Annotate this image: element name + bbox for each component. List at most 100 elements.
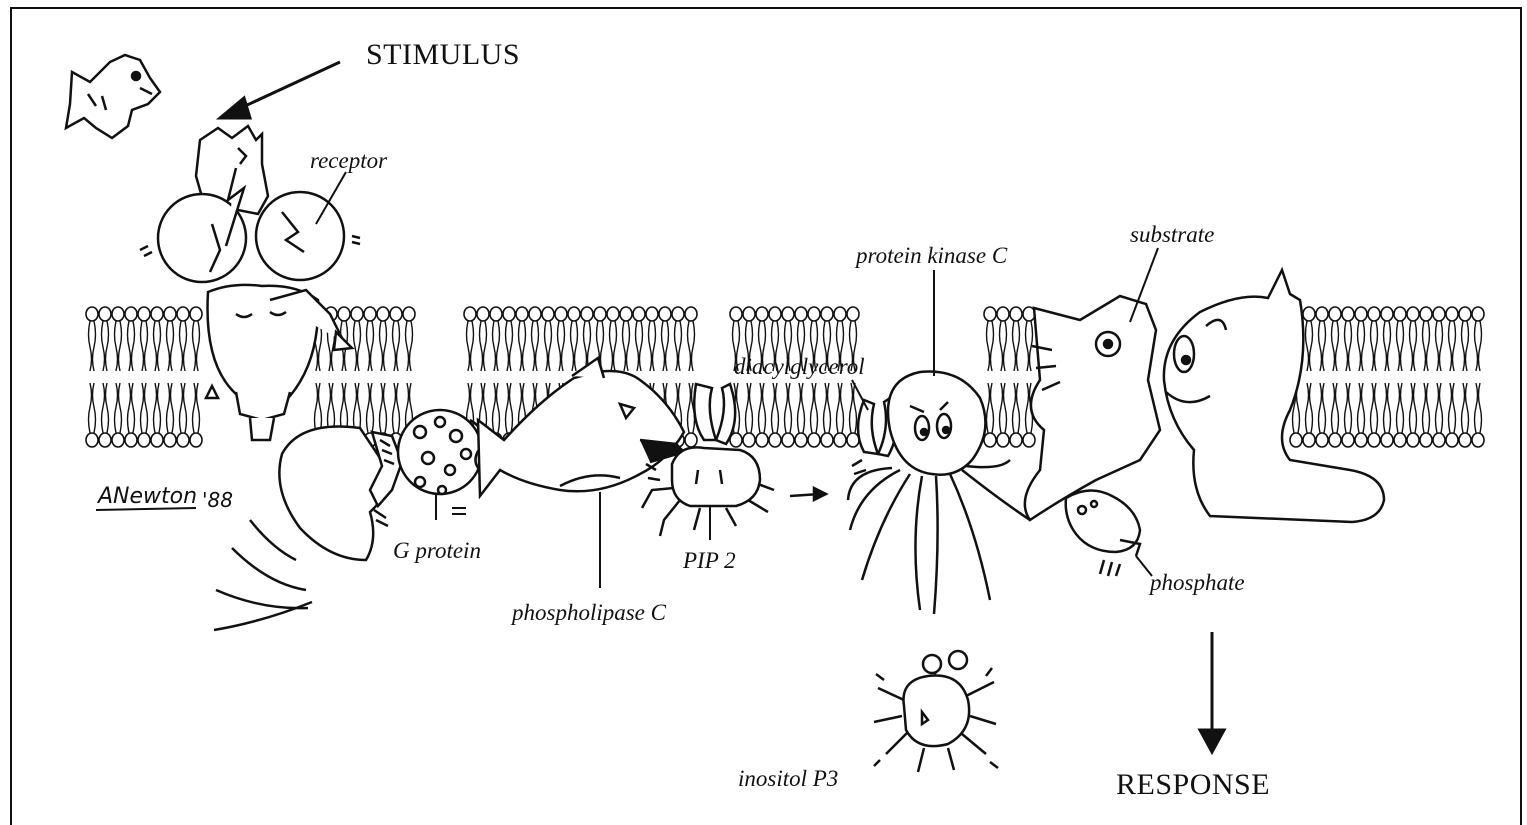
lipid-head: [125, 433, 137, 447]
fish-icon: [66, 55, 160, 138]
lipid-head: [1355, 307, 1367, 321]
lipid-head: [756, 307, 768, 321]
lipid-tail: [180, 383, 187, 433]
lipid-head: [834, 307, 846, 321]
lipid-tail: [1345, 321, 1352, 371]
lipid-tail: [1000, 383, 1007, 433]
lipid-head: [997, 433, 1009, 447]
lipid-head: [808, 433, 820, 447]
lipid-head: [847, 307, 859, 321]
lipid-tail: [662, 321, 669, 371]
lipid-head: [1010, 307, 1022, 321]
substrate-fish-icon: [1025, 296, 1160, 520]
lipid-head: [1368, 433, 1380, 447]
lipid-tail: [128, 321, 135, 371]
lipid-tail: [1371, 383, 1378, 433]
lipid-head: [984, 307, 996, 321]
phosphate-snail-icon: [1066, 490, 1140, 576]
lipid-head: [351, 307, 363, 321]
lipid-tail: [837, 383, 844, 433]
lipid-tail: [746, 383, 753, 433]
lipid-head: [490, 307, 502, 321]
lipid-tail: [493, 321, 500, 371]
lipid-head: [997, 307, 1009, 321]
lipid-head: [1303, 307, 1315, 321]
lipid-tail: [519, 321, 526, 371]
lipid-head: [1433, 433, 1445, 447]
lipid-head: [1316, 433, 1328, 447]
lipid-tail: [1013, 321, 1020, 371]
lipid-tail: [393, 383, 400, 433]
substrate-label: substrate: [1130, 222, 1214, 248]
lipid-tail: [354, 321, 361, 371]
lipid-head: [1446, 307, 1458, 321]
lipid-head: [177, 433, 189, 447]
lipid-head: [464, 307, 476, 321]
lipid-head: [743, 307, 755, 321]
lipid-head: [782, 433, 794, 447]
lipid-head: [769, 433, 781, 447]
octopus-icon: [848, 372, 1030, 614]
lipid-head: [834, 433, 846, 447]
lipid-head: [821, 433, 833, 447]
lipid-head: [1472, 307, 1484, 321]
lipid-tail: [1000, 321, 1007, 371]
lipid-tail: [558, 321, 565, 371]
lipid-tail: [1319, 383, 1326, 433]
inositol-crab-icon: [874, 651, 998, 772]
lipid-tail: [315, 383, 322, 433]
lipid-tail: [115, 383, 122, 433]
lipid-tail: [759, 383, 766, 433]
lipid-head: [164, 433, 176, 447]
lipid-head: [847, 433, 859, 447]
lipid-tail: [115, 321, 122, 371]
lipid-tail: [406, 321, 413, 371]
lipid-tail: [167, 321, 174, 371]
lipid-head: [1381, 433, 1393, 447]
lipid-head: [1420, 307, 1432, 321]
lipid-head: [151, 433, 163, 447]
lipid-tail: [467, 321, 474, 371]
lipid-head: [620, 307, 632, 321]
lipid-head: [364, 307, 376, 321]
lipid-tail: [649, 321, 656, 371]
lipid-head: [112, 307, 124, 321]
lipid-head: [730, 307, 742, 321]
receptor-label: receptor: [310, 148, 387, 174]
lipid-tail: [128, 383, 135, 433]
lipid-tail: [1423, 383, 1430, 433]
lipid-tail: [811, 383, 818, 433]
lipid-head: [112, 433, 124, 447]
lipid-head: [1316, 307, 1328, 321]
lipid-head: [672, 307, 684, 321]
lipid-tail: [354, 383, 361, 433]
lipid-head: [769, 307, 781, 321]
lipid-head: [1381, 307, 1393, 321]
phospholipase-c-label: phospholipase C: [512, 600, 666, 626]
lipid-head: [782, 307, 794, 321]
lipid-tail: [1371, 321, 1378, 371]
lipid-head: [808, 307, 820, 321]
signature-year: '88: [202, 488, 233, 512]
lipid-head: [503, 307, 515, 321]
lipid-tail: [89, 383, 96, 433]
lipid-head: [542, 307, 554, 321]
stimulus-label: STIMULUS: [366, 38, 520, 72]
lipid-head: [984, 433, 996, 447]
lipid-tail: [623, 321, 630, 371]
lipid-tail: [380, 383, 387, 433]
lipid-head: [516, 307, 528, 321]
pip2-label: PIP 2: [683, 548, 736, 574]
lipid-head: [659, 307, 671, 321]
lipid-head: [138, 307, 150, 321]
lipid-tail: [1436, 321, 1443, 371]
lipid-head: [477, 307, 489, 321]
lipid-tail: [141, 321, 148, 371]
lipid-tail: [785, 383, 792, 433]
lipid-tail: [480, 321, 487, 371]
lipid-tail: [493, 383, 500, 433]
lipid-head: [1303, 433, 1315, 447]
lipid-head: [756, 433, 768, 447]
lipid-tail: [1384, 321, 1391, 371]
